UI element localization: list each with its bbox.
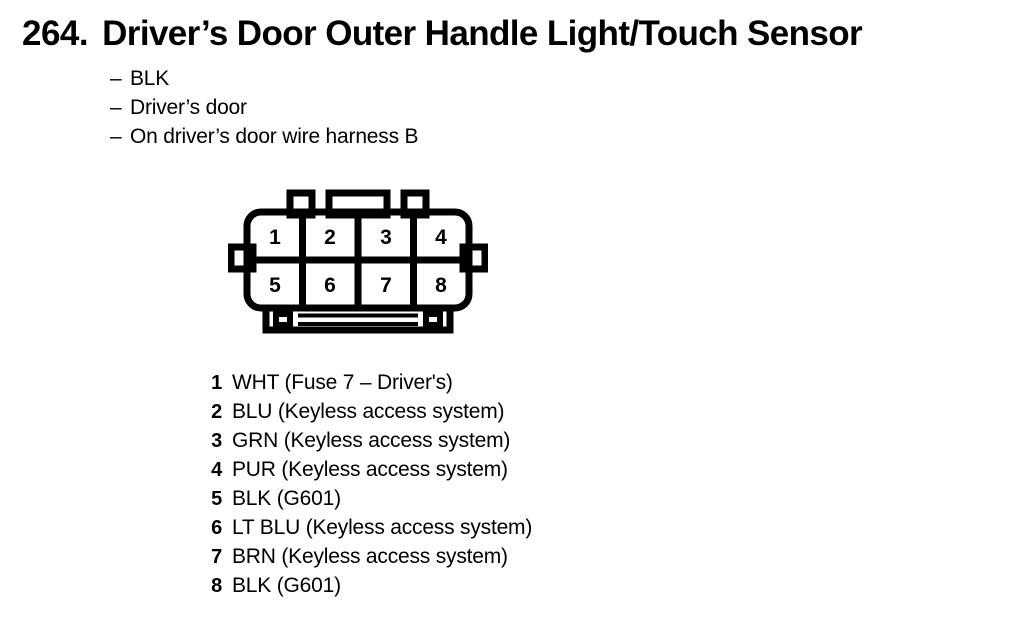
pin-assignment-list: 1 WHT (Fuse 7 – Driver's) 2 BLU (Keyless… — [200, 371, 840, 603]
pin-number: 5 — [211, 488, 222, 510]
note-text: BLK — [130, 67, 170, 90]
pin-description: LT BLU (Keyless access system) — [232, 516, 533, 539]
pin-row: 1 WHT (Fuse 7 – Driver's) — [200, 371, 840, 400]
note-item: –Driver’s door — [110, 93, 710, 122]
connector-cavity-5: 5 — [269, 274, 281, 297]
pin-description: BLK (G601) — [232, 574, 341, 597]
note-text: On driver’s door wire harness B — [130, 125, 419, 148]
note-item: –BLK — [110, 64, 710, 93]
note-dash: – — [110, 96, 122, 119]
connector-cavity-3: 3 — [380, 226, 392, 249]
pin-number: 2 — [211, 401, 222, 423]
connector-diagram: 1 2 3 4 5 6 7 8 — [228, 188, 488, 334]
pin-row: 2 BLU (Keyless access system) — [200, 400, 840, 429]
pin-description: BRN (Keyless access system) — [232, 545, 508, 568]
notes-list: –BLK –Driver’s door –On driver’s door wi… — [110, 64, 710, 151]
connector-bottom-rail — [262, 304, 454, 334]
connector-cavity-1: 1 — [269, 226, 281, 249]
connector-cavity-4: 4 — [435, 226, 447, 249]
pin-number: 8 — [211, 575, 222, 597]
pin-number: 7 — [211, 546, 222, 568]
pin-row: 4 PUR (Keyless access system) — [200, 458, 840, 487]
pin-number: 3 — [211, 430, 222, 452]
connector-cavity-8: 8 — [435, 274, 447, 297]
pin-description: PUR (Keyless access system) — [232, 458, 508, 481]
pin-row: 8 BLK (G601) — [200, 574, 840, 603]
note-dash: – — [110, 67, 122, 90]
note-text: Driver’s door — [130, 96, 247, 119]
pin-number: 4 — [211, 459, 222, 481]
connector-bottom-hole-right — [423, 311, 443, 328]
pin-description: BLU (Keyless access system) — [232, 400, 505, 423]
connector-cavity-6: 6 — [324, 274, 336, 297]
connector-cavity-2: 2 — [324, 226, 336, 249]
pin-row: 5 BLK (G601) — [200, 487, 840, 516]
pin-number: 1 — [211, 372, 222, 394]
connector-cavity-7: 7 — [380, 274, 392, 297]
connector-bottom-hole-left — [273, 311, 293, 328]
pin-row: 7 BRN (Keyless access system) — [200, 545, 840, 574]
pin-description: WHT (Fuse 7 – Driver's) — [232, 371, 453, 394]
pin-description: BLK (G601) — [232, 487, 341, 510]
pin-row: 3 GRN (Keyless access system) — [200, 429, 840, 458]
page-title: 264. Driver’s Door Outer Handle Light/To… — [22, 14, 1012, 58]
item-title: Driver’s Door Outer Handle Light/Touch S… — [102, 14, 863, 53]
item-number: 264. — [22, 14, 89, 53]
note-dash: – — [110, 125, 122, 148]
pin-row: 6 LT BLU (Keyless access system) — [200, 516, 840, 545]
pin-number: 6 — [211, 517, 222, 539]
note-item: –On driver’s door wire harness B — [110, 122, 710, 151]
pin-description: GRN (Keyless access system) — [232, 429, 511, 452]
